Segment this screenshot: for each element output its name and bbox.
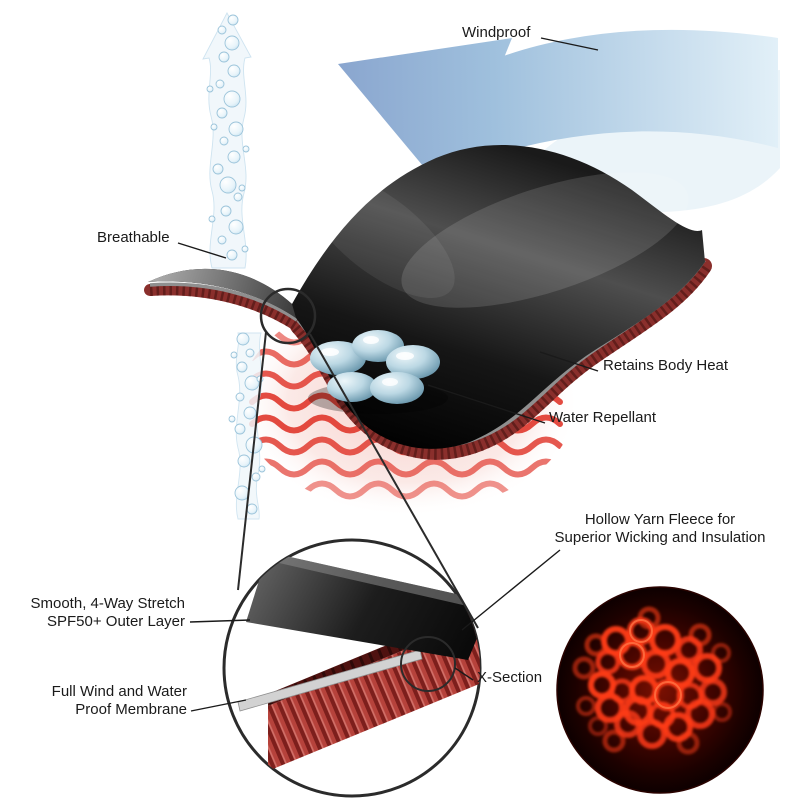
breathable-bubbles-upper — [202, 12, 252, 269]
leader-line-membrane — [190, 699, 247, 712]
label-outer-layer-line2: SPF50+ Outer Layer — [47, 613, 185, 630]
leader-line-hollow-yarn — [461, 549, 561, 631]
magnifier-source-circle — [259, 287, 317, 345]
fabric-left-flap — [148, 268, 296, 318]
magnifier-connector-left — [237, 331, 267, 591]
outer-layer-edge-highlight — [266, 552, 480, 611]
label-water-repellant: Water Repellant — [549, 409, 656, 426]
leader-line-breathable — [177, 242, 227, 259]
fleece-layer — [268, 617, 480, 771]
leader-line-outer-layer — [189, 619, 251, 623]
label-windproof: Windproof — [462, 24, 531, 41]
fabric-highlight-2 — [305, 172, 455, 298]
leader-line-windproof — [540, 37, 599, 51]
label-hollow-yarn: Hollow Yarn Fleece for Superior Wicking … — [538, 511, 782, 547]
outer-layer-black — [246, 552, 480, 660]
fabric-underside-ribs — [149, 261, 711, 460]
leader-lines — [177, 37, 599, 712]
label-breathable: Breathable — [97, 229, 170, 246]
fabric-top-surface — [148, 144, 705, 449]
leader-line-x-section — [454, 667, 474, 681]
leader-line-retains-heat — [539, 351, 599, 372]
leader-line-water-repellant — [427, 384, 546, 424]
wind-arrow-shaft — [455, 29, 778, 169]
wind-arrow-head — [338, 38, 512, 196]
label-outer-layer-line1: Smooth, 4-Way Stretch — [30, 595, 186, 612]
label-membrane-line1: Full Wind and Water — [51, 683, 187, 700]
magnifier-callout — [222, 287, 482, 798]
label-x-section: X-Section — [477, 669, 543, 686]
water-droplets — [308, 330, 448, 414]
label-retains-heat: Retains Body Heat — [603, 357, 729, 374]
x-section-source-circle — [400, 636, 456, 692]
magnified-layers — [237, 552, 480, 771]
windproof-arrow — [338, 29, 780, 238]
label-membrane: Full Wind and Water Proof Membrane — [32, 683, 187, 719]
magnifier-connector-right — [309, 333, 479, 629]
fabric-highlight — [401, 172, 689, 308]
hollow-yarn-ring-highlights — [619, 619, 682, 709]
label-hollow-yarn-line2: Superior Wicking and Insulation — [554, 529, 766, 546]
label-outer-layer: Smooth, 4-Way Stretch SPF50+ Outer Layer — [15, 595, 186, 631]
membrane-layer — [237, 649, 423, 712]
label-membrane-line2: Proof Membrane — [75, 701, 187, 718]
breathable-bubbles-lower — [228, 332, 266, 520]
yarn-xsection-photo — [556, 586, 764, 794]
label-hollow-yarn-line1: Hollow Yarn Fleece for — [584, 511, 736, 528]
hollow-yarn-rings — [572, 606, 732, 755]
